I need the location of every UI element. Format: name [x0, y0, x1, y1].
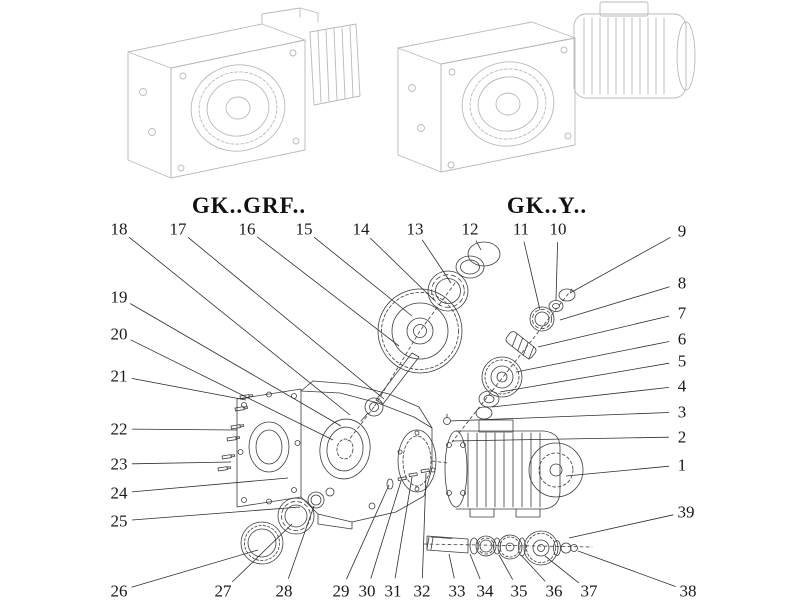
input-shaft-assembly: [451, 288, 576, 443]
part-callout-36: 36: [545, 581, 563, 600]
leader-line-5: [499, 362, 670, 393]
leader-line-29: [346, 484, 390, 580]
leader-line-32: [422, 472, 427, 579]
leader-line-13: [421, 239, 452, 284]
leader-line-39: [568, 514, 674, 539]
leader-line-6: [515, 341, 670, 373]
gearbox-housing: [300, 380, 437, 530]
part-callout-16: 16: [238, 219, 256, 239]
exploded-view: [217, 241, 593, 566]
part-callout-28: 28: [275, 581, 293, 600]
leader-line-20: [130, 339, 334, 441]
leader-line-21: [131, 378, 247, 401]
part-callout-33: 33: [448, 581, 466, 600]
part-callout-35: 35: [510, 581, 528, 600]
leader-line-23: [131, 461, 232, 465]
part-callout-2: 2: [677, 427, 687, 447]
output-shaft-assembly: [423, 530, 593, 566]
part-callout-11: 11: [512, 219, 530, 239]
part-callout-23: 23: [110, 454, 128, 474]
leader-line-36: [520, 554, 546, 582]
leader-line-2: [451, 436, 670, 442]
part-callout-20: 20: [110, 324, 128, 344]
leader-line-17: [187, 236, 385, 400]
leader-line-33: [448, 553, 455, 579]
leader-line-9: [569, 236, 671, 294]
assembly-axis-lines: [347, 406, 449, 464]
part-callout-9: 9: [677, 221, 687, 241]
part-callout-22: 22: [110, 419, 128, 439]
seal-and-bearing-rings: [240, 491, 325, 565]
part-callout-32: 32: [413, 581, 431, 600]
part-callout-1: 1: [677, 455, 687, 475]
leader-line-7: [537, 315, 670, 348]
gearbox-y-drawing: [397, 1, 696, 173]
part-callout-14: 14: [352, 219, 370, 239]
part-callout-7: 7: [677, 303, 687, 323]
leader-line-3: [449, 412, 670, 422]
flange-bolts: [217, 394, 254, 472]
leader-line-4: [491, 387, 670, 408]
leader-line-24: [131, 477, 289, 493]
leader-line-22: [131, 428, 238, 431]
part-callout-21: 21: [110, 366, 128, 386]
leader-line-8: [559, 286, 670, 321]
part-callout-30: 30: [358, 581, 376, 600]
part-callout-37: 37: [580, 581, 598, 600]
part-callout-13: 13: [406, 219, 424, 239]
leader-line-37: [544, 555, 580, 584]
part-callout-6: 6: [677, 329, 687, 349]
leader-line-26: [131, 549, 259, 588]
part-callout-5: 5: [677, 351, 687, 371]
leader-line-18: [128, 236, 351, 416]
leader-line-16: [257, 236, 400, 347]
model-label-gk-grf: GK..GRF..: [191, 193, 307, 218]
part-callout-26: 26: [110, 581, 128, 600]
leader-line-14: [370, 237, 435, 301]
part-callout-24: 24: [110, 483, 128, 503]
part-callout-19: 19: [110, 287, 128, 307]
part-callout-3: 3: [677, 402, 687, 422]
leader-line-25: [131, 506, 301, 521]
part-callout-4: 4: [677, 376, 687, 396]
part-callout-18: 18: [110, 219, 128, 239]
part-callout-29: 29: [332, 581, 350, 600]
leader-line-12: [475, 240, 482, 251]
leader-line-34: [469, 553, 481, 580]
leader-line-1: [565, 465, 670, 477]
leader-line-27: [232, 523, 293, 583]
part-callout-12: 12: [461, 219, 479, 239]
gearbox-grf-drawing: [127, 7, 361, 179]
leader-line-10: [555, 241, 558, 301]
part-callout-27: 27: [214, 581, 232, 600]
leader-line-28: [287, 505, 315, 579]
large-gear-assembly: [360, 241, 501, 422]
leader-line-19: [129, 303, 342, 427]
leader-line-35: [498, 554, 514, 580]
part-callout-15: 15: [295, 219, 313, 239]
housing-flange-plate: [236, 388, 302, 508]
part-callout-8: 8: [677, 273, 687, 293]
part-callout-31: 31: [384, 581, 402, 600]
leader-line-38: [577, 550, 676, 587]
part-callout-17: 17: [169, 219, 187, 239]
part-callout-25: 25: [110, 511, 128, 531]
leader-line-11: [523, 241, 541, 311]
part-callout-39: 39: [677, 502, 695, 522]
motor-drawing: [444, 419, 584, 518]
model-label-gk-y: GK..Y..: [506, 193, 588, 218]
leader-line-15: [313, 236, 413, 317]
part-callout-34: 34: [476, 581, 494, 600]
part-callout-38: 38: [679, 581, 697, 600]
part-callout-10: 10: [549, 219, 567, 239]
leader-line-31: [394, 476, 413, 579]
leader-line-30: [370, 480, 402, 579]
